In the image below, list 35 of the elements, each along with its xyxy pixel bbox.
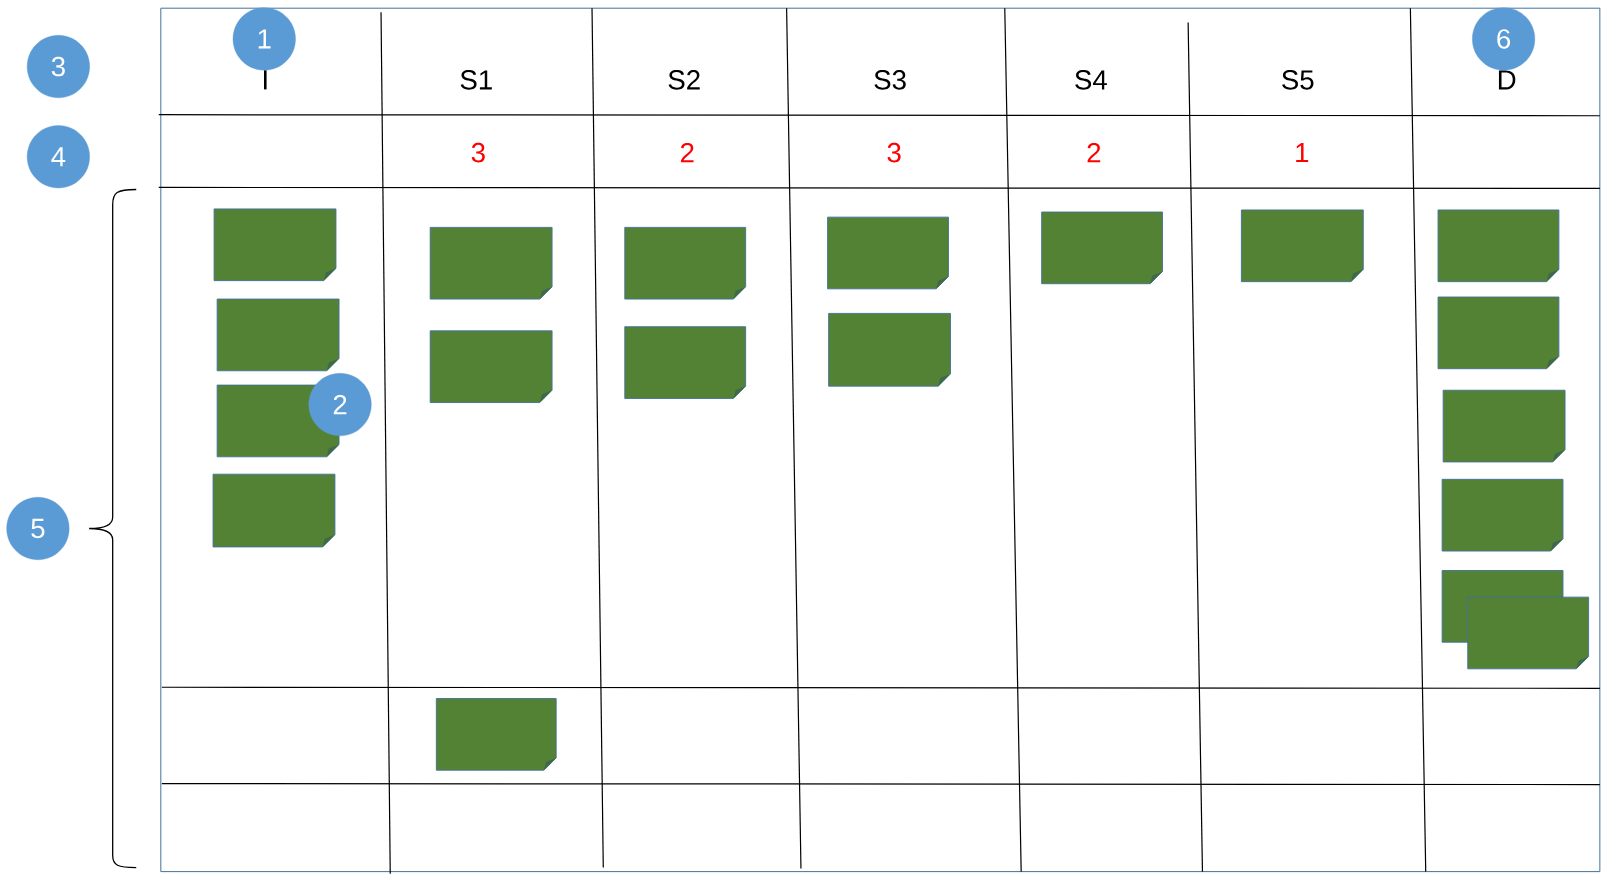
callout-number: 2 [308,373,372,436]
column-header: S3 [874,70,906,90]
sticky-note [429,330,553,403]
sticky-note [212,473,336,548]
sticky-note [1240,209,1364,283]
wip-limit: 2 [681,142,694,163]
callout-number: 1 [232,7,296,71]
callout-number: 5 [6,497,70,560]
sticky-note [213,208,337,282]
column-header: S1 [460,70,492,90]
wip-limit: 1 [1296,143,1309,163]
sticky-note [624,326,747,399]
sticky-note [1437,296,1560,370]
sticky-note [435,698,557,771]
callout-number: 4 [26,125,90,189]
sticky-note [216,298,340,372]
sticky-note [1437,209,1560,283]
sticky-note [827,216,949,290]
sticky-note [828,312,951,387]
sticky-note [1467,596,1590,670]
column-header: S5 [1282,70,1314,90]
sticky-note [1441,478,1564,552]
column-header: I [264,70,267,90]
sticky-note [1442,389,1566,463]
wip-limit: 2 [1087,142,1101,163]
column-header: D [1498,70,1516,90]
wip-limit: 3 [471,142,485,163]
column-header: S4 [1075,70,1107,90]
sticky-note [624,226,747,300]
column-header: S2 [668,70,700,90]
wip-limit: 3 [887,142,901,163]
sticky-note [1041,211,1163,285]
callout-number: 6 [1472,7,1536,71]
sticky-note [429,226,553,300]
callout-number: 3 [26,35,90,98]
